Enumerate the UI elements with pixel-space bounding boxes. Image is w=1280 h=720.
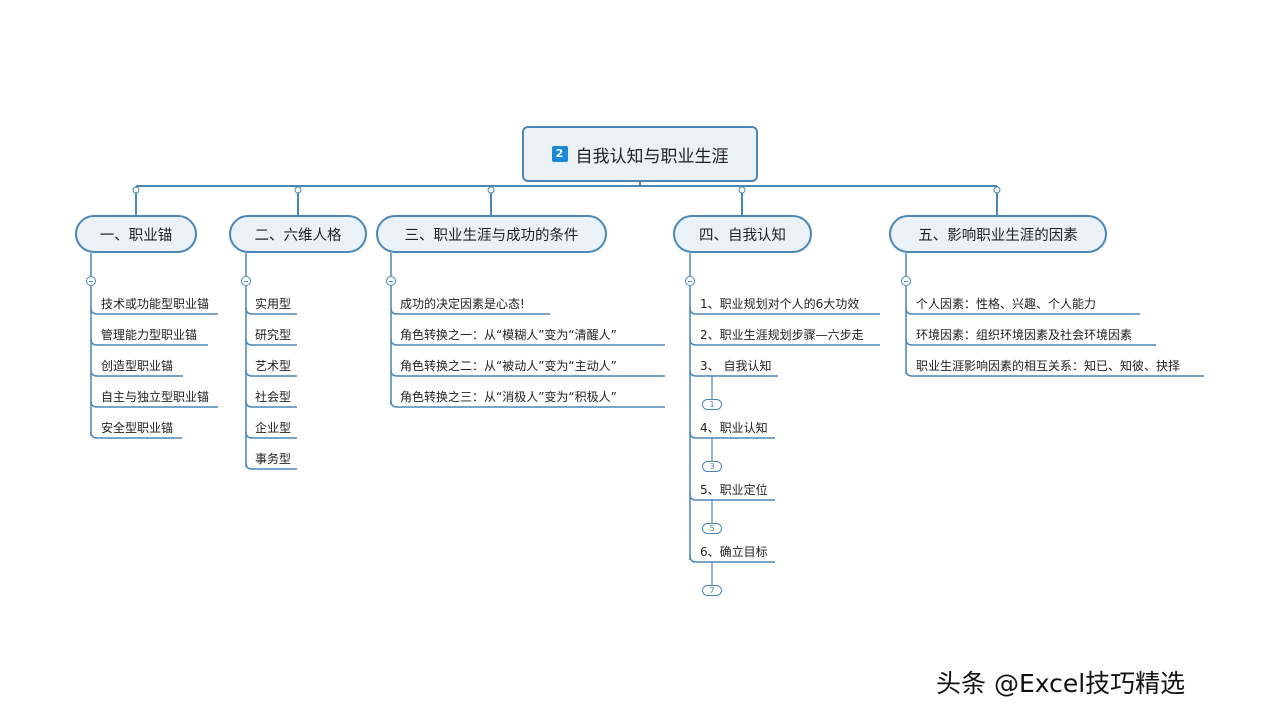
connector-line xyxy=(90,338,208,346)
leaf-topic[interactable]: 事务型 xyxy=(255,452,292,466)
central-topic[interactable]: 2 自我认知与职业生涯 xyxy=(522,126,758,182)
leaf-topic[interactable]: 个人因素：性格、兴趣、个人能力 xyxy=(916,297,1097,311)
leaf-topic[interactable]: 成功的决定因素是心态! xyxy=(400,297,525,311)
connector-line xyxy=(245,431,297,439)
connector-line xyxy=(689,338,880,346)
collapsed-count-badge[interactable]: 5 xyxy=(702,523,722,534)
connector-line xyxy=(390,338,665,346)
connector-dot xyxy=(993,186,1001,194)
connector-line xyxy=(905,369,1204,377)
leaf-topic[interactable]: 管理能力型职业锚 xyxy=(101,328,198,342)
branch-label: 四、自我认知 xyxy=(699,227,786,244)
connector-dot xyxy=(738,186,746,194)
connector-dot xyxy=(487,186,495,194)
connector-line xyxy=(689,369,778,377)
leaf-topic[interactable]: 实用型 xyxy=(255,297,292,311)
leaf-topic[interactable]: 研究型 xyxy=(255,328,292,342)
branch-label: 五、影响职业生涯的因素 xyxy=(918,227,1078,244)
leaf-topic[interactable]: 安全型职业锚 xyxy=(101,421,174,435)
connector-line xyxy=(245,369,297,377)
leaf-topic[interactable]: 1、职业规划对个人的6大功效 xyxy=(700,297,860,311)
connector-line xyxy=(689,431,775,439)
connector-line xyxy=(90,369,183,377)
connector-line xyxy=(905,338,1156,346)
connector-line xyxy=(689,493,775,501)
leaf-topic[interactable]: 自主与独立型职业锚 xyxy=(101,390,210,404)
connector-line xyxy=(689,307,880,315)
leaf-topic[interactable]: 企业型 xyxy=(255,421,292,435)
collapse-toggle[interactable] xyxy=(86,276,96,286)
connector-line xyxy=(245,400,297,408)
branch-six-personality[interactable]: 二、六维人格 xyxy=(229,215,367,253)
leaf-topic[interactable]: 创造型职业锚 xyxy=(101,359,174,373)
collapsed-count-badge[interactable]: 3 xyxy=(702,461,722,472)
connector-line xyxy=(245,462,297,470)
branch-career-anchor[interactable]: 一、职业锚 xyxy=(75,215,197,253)
leaf-topic[interactable]: 5、职业定位 xyxy=(700,483,768,497)
connector-line xyxy=(245,307,297,315)
watermark: 头条 @Excel技巧精选 xyxy=(936,669,1186,698)
connector-line xyxy=(689,555,775,563)
leaf-topic[interactable]: 职业生涯影响因素的相互关系：知已、知彼、抉择 xyxy=(916,359,1181,373)
connector-line xyxy=(390,369,665,377)
connector-line xyxy=(90,400,218,408)
connector-line xyxy=(905,307,1140,315)
connector-dot xyxy=(132,186,140,194)
leaf-topic[interactable]: 技术或功能型职业锚 xyxy=(101,297,210,311)
leaf-topic[interactable]: 角色转换之二：从“被动人”变为“主动人” xyxy=(400,359,617,373)
collapsed-count-badge[interactable]: 7 xyxy=(702,585,722,596)
leaf-topic[interactable]: 社会型 xyxy=(255,390,292,404)
branch-label: 二、六维人格 xyxy=(254,227,342,244)
collapsed-count-badge[interactable]: 1 xyxy=(702,399,722,410)
leaf-topic[interactable]: 2、职业生涯规划步骤—六步走 xyxy=(700,328,864,342)
branch-influence-factors[interactable]: 五、影响职业生涯的因素 xyxy=(889,215,1107,253)
connector-line xyxy=(90,307,218,315)
leaf-topic[interactable]: 环境因素：组织环境因素及社会环境因素 xyxy=(916,328,1133,342)
connector-line xyxy=(390,307,550,315)
collapse-toggle[interactable] xyxy=(241,276,251,286)
branch-success-conditions[interactable]: 三、职业生涯与成功的条件 xyxy=(376,215,607,253)
collapse-toggle[interactable] xyxy=(386,276,396,286)
branch-label: 三、职业生涯与成功的条件 xyxy=(404,227,579,244)
leaf-topic[interactable]: 角色转换之三：从“消极人”变为“积极人” xyxy=(400,390,617,404)
connector-line xyxy=(90,431,182,439)
leaf-topic[interactable]: 角色转换之一：从“模糊人”变为“清醒人” xyxy=(400,328,617,342)
central-topic-label: 自我认知与职业生涯 xyxy=(575,146,729,167)
leaf-topic[interactable]: 6、确立目标 xyxy=(700,545,768,559)
topic-number-badge: 2 xyxy=(551,146,568,162)
collapse-toggle[interactable] xyxy=(685,276,695,286)
connector-line xyxy=(390,400,665,408)
leaf-topic[interactable]: 3、 自我认知 xyxy=(700,359,772,373)
connector-line xyxy=(245,338,297,346)
leaf-topic[interactable]: 艺术型 xyxy=(255,359,292,373)
leaf-topic[interactable]: 4、职业认知 xyxy=(700,421,768,435)
branch-label: 一、职业锚 xyxy=(99,227,173,244)
branch-self-awareness[interactable]: 四、自我认知 xyxy=(673,215,812,253)
connector-dot xyxy=(294,186,302,194)
collapse-toggle[interactable] xyxy=(901,276,911,286)
